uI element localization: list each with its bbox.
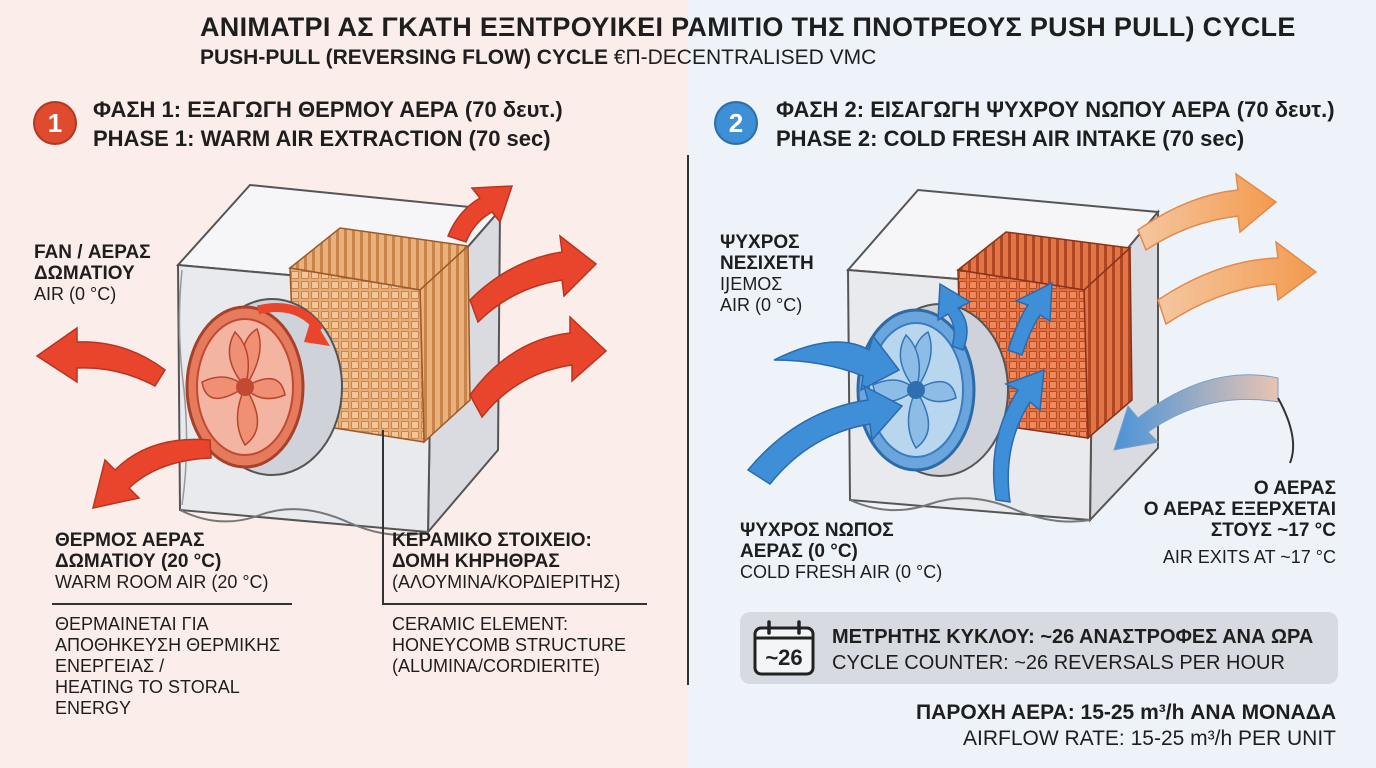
- fan-label-line2: ΔΩΜΑΤΙΟΥ: [34, 263, 135, 284]
- airflow-arrow-icon: [447, 185, 514, 243]
- ceramic-note-line1: CERAMIC ELEMENT:: [392, 614, 569, 634]
- heating-note-line5: ENERGY: [55, 698, 132, 718]
- phase1-fan-icon: [185, 298, 343, 476]
- airflow-arrow-icon: [469, 315, 608, 419]
- phase1-airflow-arrows: [35, 185, 608, 509]
- phase2-exit-label: Ο ΑΕΡΑΣ Ο ΑΕΡΑΣ ΕΞΕΡΧΕΤΑΙ ΣΤΟΥΣ ~17 °C A…: [1144, 478, 1336, 568]
- phase2-number-badge: 2: [716, 103, 756, 143]
- ceramic-label-line2: ΔΟΜΗ ΚΗΡΗΘΡΑΣ: [392, 551, 560, 572]
- phase2-intake-arrow: [1113, 374, 1279, 451]
- warm-label-rule: [52, 603, 292, 605]
- airflow-arrow-icon: [469, 234, 598, 324]
- airflow-arrow-icon: [992, 368, 1045, 503]
- phase1-warm-label: ΘΕΡΜΟΣ ΑΕΡΑΣ ΔΩΜΑΤΙΟΥ (20 °C) WARM ROOM …: [55, 530, 269, 593]
- warm-label-line2: ΔΩΜΑΤΙΟΥ (20 °C): [55, 551, 222, 572]
- exit-label-line3: ΣΤΟΥΣ ~17 °C: [1210, 520, 1336, 541]
- ceramic-label-line1: ΚΕΡΑΜΙΚΟ ΣΤΟΙΧΕΙΟ:: [392, 530, 592, 551]
- fresh-label-line2: ΑΕΡΑΣ (0 °C): [740, 541, 858, 562]
- cycle-counter-text: ΜΕΤΡΗΤΗΣ ΚΥΚΛΟΥ: ~26 ΑΝΑΣΤΡΟΦΕΣ ΑΝΑ ΩΡΑ …: [832, 624, 1313, 676]
- airflow-arrow-icon: [91, 438, 212, 509]
- ceramic-note-line2: HONEYCOMB STRUCTURE: [392, 635, 627, 655]
- phase1-inner-arrowhead: [304, 316, 330, 346]
- phase2-exhaust-arrows: [1137, 172, 1318, 326]
- exit-label-line1: Ο ΑΕΡΑΣ: [1253, 478, 1336, 499]
- phase2-heading: ΦΑΣΗ 2: ΕΙΣΑΓΩΓΗ ΨΥΧΡΟΥ ΝΩΠΟΥ ΑΕΡΑ (70 δ…: [776, 95, 1335, 153]
- airflow-arrow-icon: [35, 326, 167, 387]
- warm-label-line3: WARM ROOM AIR (20 °C): [55, 572, 269, 592]
- airflow-arrow-icon: [1157, 240, 1318, 326]
- heating-note-line1: ΘΕΡΜΑΙΝΕΤΑΙ ΓΙΑ: [55, 614, 209, 634]
- phase2-heading-english: PHASE 2: COLD FRESH AIR INTAKE (70 sec): [776, 126, 1245, 151]
- warm-label-line1: ΘΕΡΜΟΣ ΑΕΡΑΣ: [55, 530, 205, 551]
- page-subtitle: PUSH-PULL (REVERSING FLOW) CYCLE €Π-DECE…: [200, 46, 876, 70]
- ceramic-leader-line: [382, 430, 384, 605]
- cold-label-line3: ΙͿΕΜΟΣ: [720, 274, 783, 294]
- fresh-label-line1: ΨΥΧΡΟΣ ΝΩΠΟΣ: [740, 520, 894, 541]
- cycle-counter-box: [740, 612, 1338, 684]
- phase2-fan-icon: [856, 303, 1009, 477]
- phase1-number-badge: 1: [35, 103, 75, 143]
- phase1-heading: ΦΑΣΗ 1: ΕΞΑΓΩΓΗ ΘΕΡΜΟΥ ΑΕΡΑ (70 δευτ.) P…: [93, 95, 563, 153]
- page-title: ΑΝΙΜΑΤΡΙ ΑΣ ΓΚΑΤΗ ΕΞΝΤΡΟΥΙΚΕΙ ΡΑΜΙΤΙΟ ΤΗ…: [200, 12, 1296, 42]
- phase2-fresh-label: ΨΥΧΡΟΣ ΝΩΠΟΣ ΑΕΡΑΣ (0 °C) COLD FRESH AIR…: [740, 520, 942, 583]
- heating-note-line2: ΑΠΟΘΗΚΕΥΣΗ ΘΕΡΜΙΚΗΣ: [55, 635, 281, 655]
- heating-note-line3: ΕΝΕΡΓΕΙΑΣ /: [55, 656, 165, 676]
- ceramic-label-rule: [382, 603, 647, 605]
- phase2-heading-greek: ΦΑΣΗ 2: ΕΙΣΑΓΩΓΗ ΨΥΧΡΟΥ ΝΩΠΟΥ ΑΕΡΑ (70 δ…: [776, 97, 1335, 122]
- airflow-arrow-icon: [773, 334, 901, 392]
- airflow-english: AIRFLOW RATE: 15-25 m³/h PER UNIT: [962, 727, 1336, 750]
- panel-divider: [687, 155, 689, 685]
- airflow-arrow-icon: [1137, 172, 1278, 252]
- phase1-heating-note: ΘΕΡΜΑΙΝΕΤΑΙ ΓΙΑ ΑΠΟΘΗΚΕΥΣΗ ΘΕΡΜΙΚΗΣ ΕΝΕΡ…: [55, 614, 280, 719]
- cold-label-line2: ΝΕΣΙΧΕΤΗ: [720, 253, 814, 274]
- phase1-ceramic-note: CERAMIC ELEMENT: HONEYCOMB STRUCTURE (AL…: [392, 614, 626, 677]
- cold-label-line1: ΨΥΧΡΟΣ: [720, 232, 800, 253]
- fan-label-line3: AIR (0 °C): [34, 284, 117, 304]
- counter-greek: ΜΕΤΡΗΤΗΣ ΚΥΚΛΟΥ: ~26 ΑΝΑΣΤΡΟΦΕΣ ΑΝΑ ΩΡΑ: [832, 626, 1314, 648]
- calendar-icon-text: ~26: [765, 645, 802, 670]
- exit-leader-line: [1277, 397, 1295, 464]
- subtitle-rest: €Π-DECENTRALISED VMC: [607, 46, 877, 69]
- phase1-fan-label: FAN / ΑΕΡΑΣ ΔΩΜΑΤΙΟΥ AIR (0 °C): [34, 242, 151, 305]
- phase2-illustration: [746, 172, 1318, 523]
- subtitle-bold: PUSH-PULL (REVERSING FLOW) CYCLE: [200, 46, 608, 69]
- exit-label-line2: Ο ΑΕΡΑΣ ΕΞΕΡΧΕΤΑΙ: [1143, 499, 1336, 520]
- exit-label-line4: AIR EXITS AT ~17 °C: [1162, 547, 1336, 567]
- airflow-rate: ΠΑΡΟΧΗ ΑΕΡΑ: 15-25 m³/h ΑΝΑ ΜΟΝΑΔΑ AIRFL…: [916, 700, 1336, 752]
- phase2-airflow-arrows: [746, 281, 1053, 503]
- calendar-icon: ~26: [753, 620, 815, 676]
- phase1-illustration: [35, 183, 608, 536]
- airflow-arrow-icon: [1007, 281, 1053, 356]
- phase1-ceramic-label: ΚΕΡΑΜΙΚΟ ΣΤΟΙΧΕΙΟ: ΔΟΜΗ ΚΗΡΗΘΡΑΣ (ΑΛΟΥΜΙ…: [392, 530, 620, 593]
- ceramic-label-line3: (ΑΛΟΥΜΙΝΑ/ΚΟΡΔΙΕΡΙΤΗΣ): [392, 572, 621, 592]
- fresh-label-line3: COLD FRESH AIR (0 °C): [740, 562, 943, 582]
- phase2-cold-label: ΨΥΧΡΟΣ ΝΕΣΙΧΕΤΗ ΙͿΕΜΟΣ AIR (0 °C): [720, 232, 814, 316]
- phase1-heading-greek: ΦΑΣΗ 1: ΕΞΑΓΩΓΗ ΘΕΡΜΟΥ ΑΕΡΑ (70 δευτ.): [93, 97, 563, 122]
- heating-note-line4: HEATING TO STORAL: [55, 677, 240, 697]
- ceramic-note-line3: (ALUMINA/CORDIERITE): [392, 656, 601, 676]
- counter-english: CYCLE COUNTER: ~26 REVERSALS PER HOUR: [832, 652, 1285, 674]
- phase1-heading-english: PHASE 1: WARM AIR EXTRACTION (70 sec): [93, 126, 551, 151]
- fan-label-line1: FAN / ΑΕΡΑΣ: [34, 242, 151, 263]
- airflow-greek: ΠΑΡΟΧΗ ΑΕΡΑ: 15-25 m³/h ΑΝΑ ΜΟΝΑΔΑ: [916, 701, 1336, 724]
- airflow-arrow-icon: [937, 282, 972, 351]
- cold-label-line4: AIR (0 °C): [720, 295, 803, 315]
- airflow-arrow-icon: [746, 384, 904, 485]
